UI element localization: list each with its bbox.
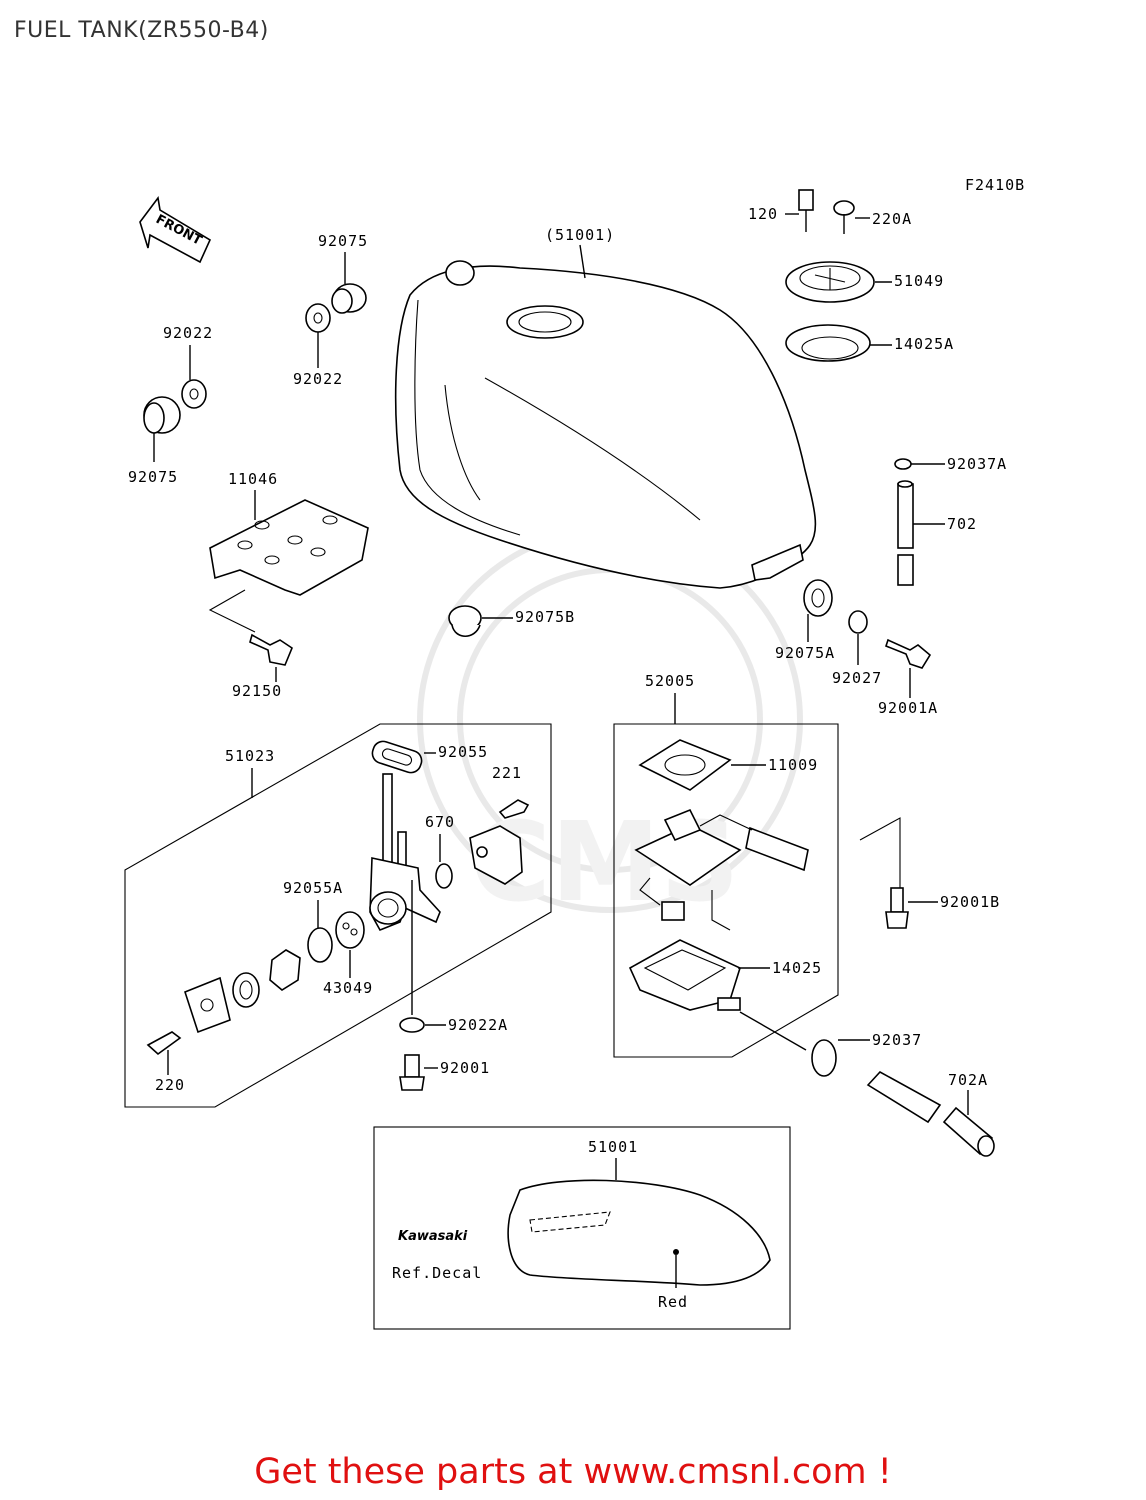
page-title: FUEL TANK(ZR550-B4) [14,18,269,43]
damper-92075-top-icon [331,283,367,314]
figure-code: F2410B [965,176,1025,194]
group-52005-frame [613,723,839,1058]
clip-92037-icon [811,1039,837,1077]
label-92001: 92001 [440,1059,490,1077]
washer-92022-left-icon [181,379,207,409]
label-92022-left: 92022 [163,324,213,342]
label-220a: 220A [872,210,912,228]
spring-washer-icon [232,972,260,1008]
washer-92022a-icon [399,1017,425,1033]
label-11009: 11009 [768,756,818,774]
fuel-tap-body-icon [369,773,441,932]
label-51001: 51001 [588,1138,638,1156]
footer-link[interactable]: Get these parts at www.cmsnl.com ! [254,1452,892,1492]
gasket-92055-icon [371,740,423,774]
label-120: 120 [748,205,778,223]
o-ring-92055a-icon [307,927,333,963]
label-52005: 52005 [645,672,695,690]
screw-220-icon [146,1031,182,1056]
label-ref-decal: Ref.Decal [392,1264,482,1282]
label-14025a: 14025A [894,335,954,353]
lever-icon [269,949,301,991]
washer-92022-top-icon [305,303,331,333]
bolt-220a-icon [833,200,855,234]
label-220: 220 [155,1076,185,1094]
gasket-14025a-icon [785,324,871,362]
label-92001a: 92001A [878,699,938,717]
grommet-92075b-icon [448,605,482,638]
label-92075-left: 92075 [128,468,178,486]
label-51001-ref: (51001) [545,226,615,244]
label-92022a: 92022A [448,1016,508,1034]
label-14025: 14025 [772,959,822,977]
label-92027: 92027 [832,669,882,687]
o-ring-670-icon [435,863,453,889]
tank-side-view-icon [507,1179,771,1286]
label-92150: 92150 [232,682,282,700]
label-51049: 51049 [894,272,944,290]
label-11046: 11046 [228,470,278,488]
color-marker-icon [673,1249,679,1255]
bolt-92001b-icon [885,887,909,929]
damper-92075a-icon [803,579,833,617]
label-43049: 43049 [323,979,373,997]
collar-92027-icon [848,610,868,634]
label-92075a: 92075A [775,644,835,662]
group-51023-frame [124,723,552,1108]
hose-702a-icon [866,1070,995,1157]
fuel-tank-icon [394,260,817,589]
label-702: 702 [947,515,977,533]
front-arrow-icon: FRONT [139,196,212,264]
label-51023: 51023 [225,747,275,765]
label-92055a: 92055A [283,879,343,897]
label-221: 221 [492,764,522,782]
plate-icon [184,976,231,1034]
cover-plate-icon [469,825,523,885]
lever-gasket-43049-icon [335,911,365,949]
label-92022-top: 92022 [293,370,343,388]
bolt-120-icon [798,189,814,232]
damper-92075-left-icon [143,396,181,434]
label-92075-top: 92075 [318,232,368,250]
screw-221-icon [498,799,530,819]
label-92075b: 92075B [515,608,575,626]
label-670: 670 [425,813,455,831]
label-92001b: 92001B [940,893,1000,911]
label-92037: 92037 [872,1031,922,1049]
label-color-red: Red [658,1293,688,1311]
bracket-11046-icon [209,499,369,596]
bolt-92001-icon [399,1054,425,1091]
clip-92037a-icon [894,458,912,470]
gasket-11009-icon [638,739,732,791]
hose-702-icon [897,480,914,586]
bolt-92150-icon [249,633,293,666]
fuel-cap-51049-icon [785,261,875,303]
tank-color-box [373,1126,791,1330]
label-702a: 702A [948,1071,988,1089]
label-92055: 92055 [438,743,488,761]
label-92037a: 92037A [947,455,1007,473]
pump-case-14025-icon [628,939,741,1011]
fuel-pump-icon [634,808,809,931]
bolt-92001a-icon [885,638,932,669]
decal-brand-logo: Kawasaki [398,1229,468,1244]
